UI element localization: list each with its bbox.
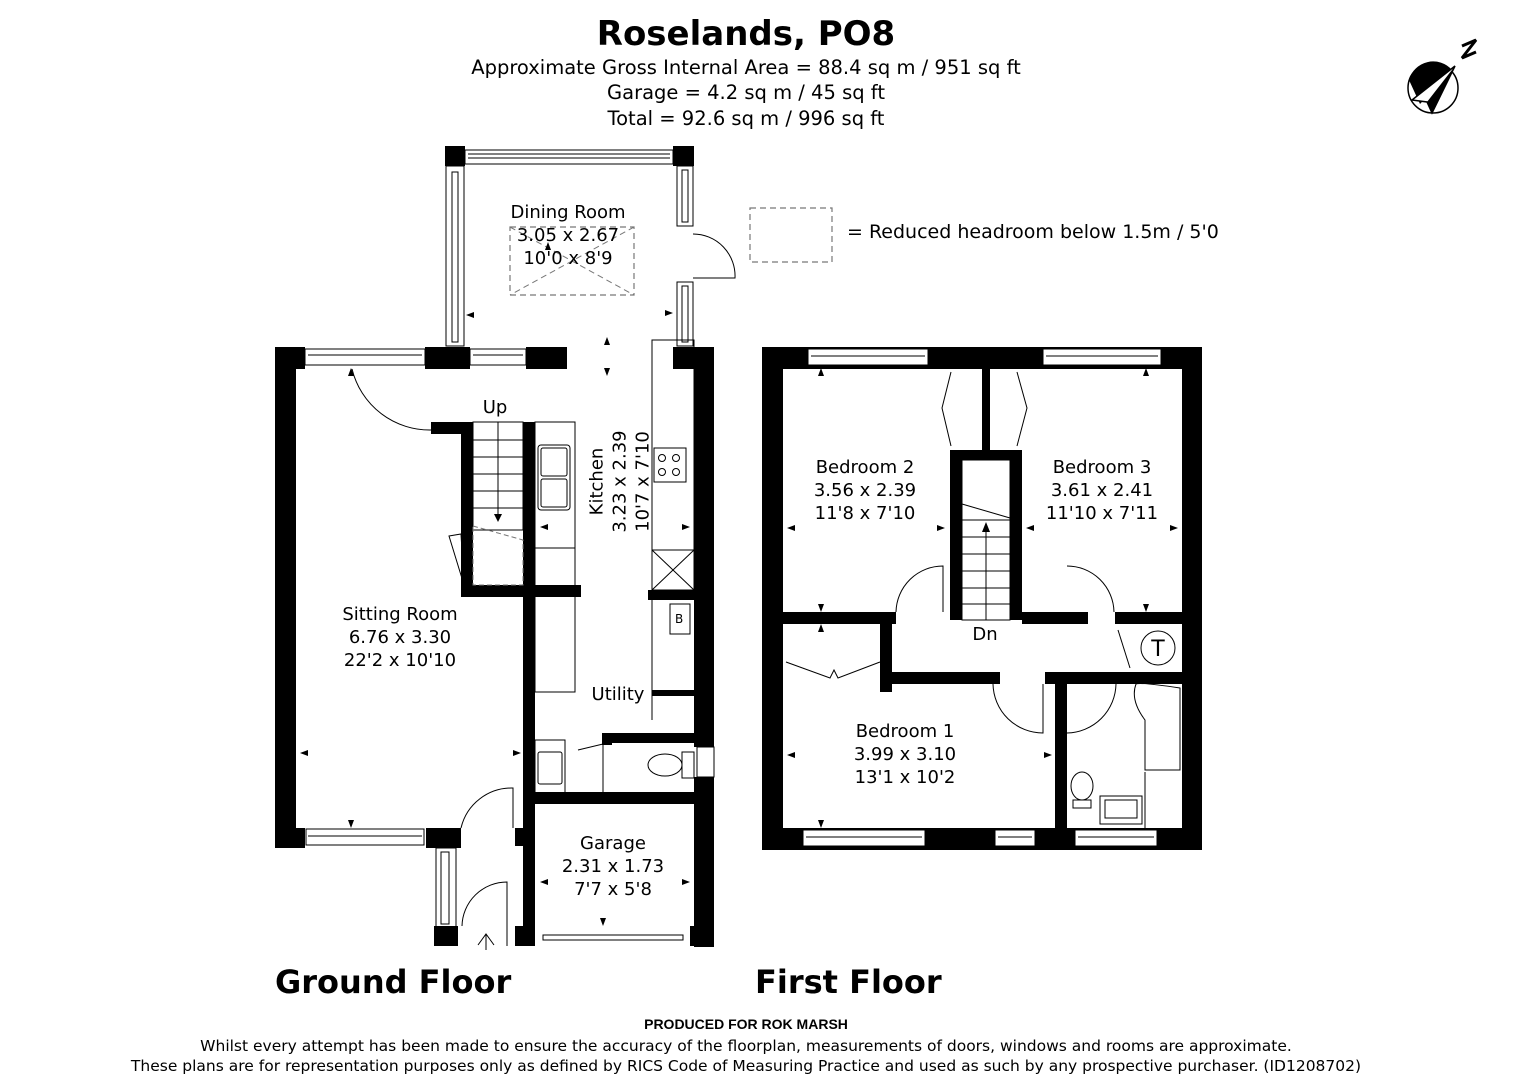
garage-area: Garage = 4.2 sq m / 45 sq ft [607,81,885,104]
stairs-up-label: Up [482,397,508,418]
plan-title: Roselands, PO8 [596,14,896,54]
room-garage: Garage 2.31 x 1.73 7'7 x 5'8 [543,832,683,901]
room-imperial: 22'2 x 10'10 [343,650,457,671]
room-bedroom-2: Bedroom 2 3.56 x 2.39 11'8 x 7'10 [790,456,940,525]
room-bedroom-3: Bedroom 3 3.61 x 2.41 11'10 x 7'11 [1022,456,1182,525]
room-dining-room: Dining Room 3.05 x 2.67 10'0 x 8'9 [488,201,648,270]
disclaimer-line-1: Whilst every attempt has been made to en… [200,1037,1292,1055]
reduced-headroom-legend-text: = Reduced headroom below 1.5m / 5'0 [847,221,1219,243]
room-metric: 3.56 x 2.39 [813,480,917,501]
room-imperial: 10'0 x 8'9 [523,248,613,269]
room-imperial: 7'7 x 5'8 [574,879,652,900]
stairs-down-label: Dn [972,624,998,645]
first-floor-plan: T [762,347,1202,850]
room-name: Bedroom 2 [815,457,915,478]
boiler-label: B [675,612,684,626]
room-imperial: 10'7 x 7'10 [632,431,654,532]
room-imperial: 11'10 x 7'11 [1045,503,1159,524]
disclaimer-line-2: These plans are for representation purpo… [130,1057,1362,1075]
room-name: Kitchen [586,447,608,516]
first-floor-label: First Floor [755,963,942,1001]
svg-text:T: T [1150,637,1165,662]
north-arrow-icon [1407,38,1478,115]
total-area: Total = 92.6 sq m / 996 sq ft [607,107,885,130]
room-metric: 3.99 x 3.10 [853,744,957,765]
room-metric: 3.23 x 2.39 [609,430,631,533]
room-imperial: 13'1 x 10'2 [854,767,956,788]
room-imperial: 11'8 x 7'10 [814,503,916,524]
room-bedroom-1: Bedroom 1 3.99 x 3.10 13'1 x 10'2 [830,720,980,789]
gross-internal-area: Approximate Gross Internal Area = 88.4 s… [471,56,1021,79]
reduced-headroom-legend-symbol [749,207,833,263]
room-metric: 2.31 x 1.73 [561,856,665,877]
room-sitting-room: Sitting Room 6.76 x 3.30 22'2 x 10'10 [310,603,490,672]
ground-floor-label: Ground Floor [275,963,512,1001]
room-name: Dining Room [510,202,626,223]
room-metric: 6.76 x 3.30 [348,627,452,648]
room-metric: 3.05 x 2.67 [516,225,620,246]
room-kitchen: Kitchen 3.23 x 2.39 10'7 x 7'10 [586,402,655,562]
room-name: Garage [580,833,646,854]
produced-for: PRODUCED FOR ROK MARSH [644,1016,848,1032]
room-utility: Utility [591,684,645,705]
room-name: Sitting Room [342,604,458,625]
room-metric: 3.61 x 2.41 [1050,480,1154,501]
room-name: Bedroom 1 [855,721,955,742]
room-name: Bedroom 3 [1052,457,1152,478]
ground-floor-plan [275,146,736,950]
